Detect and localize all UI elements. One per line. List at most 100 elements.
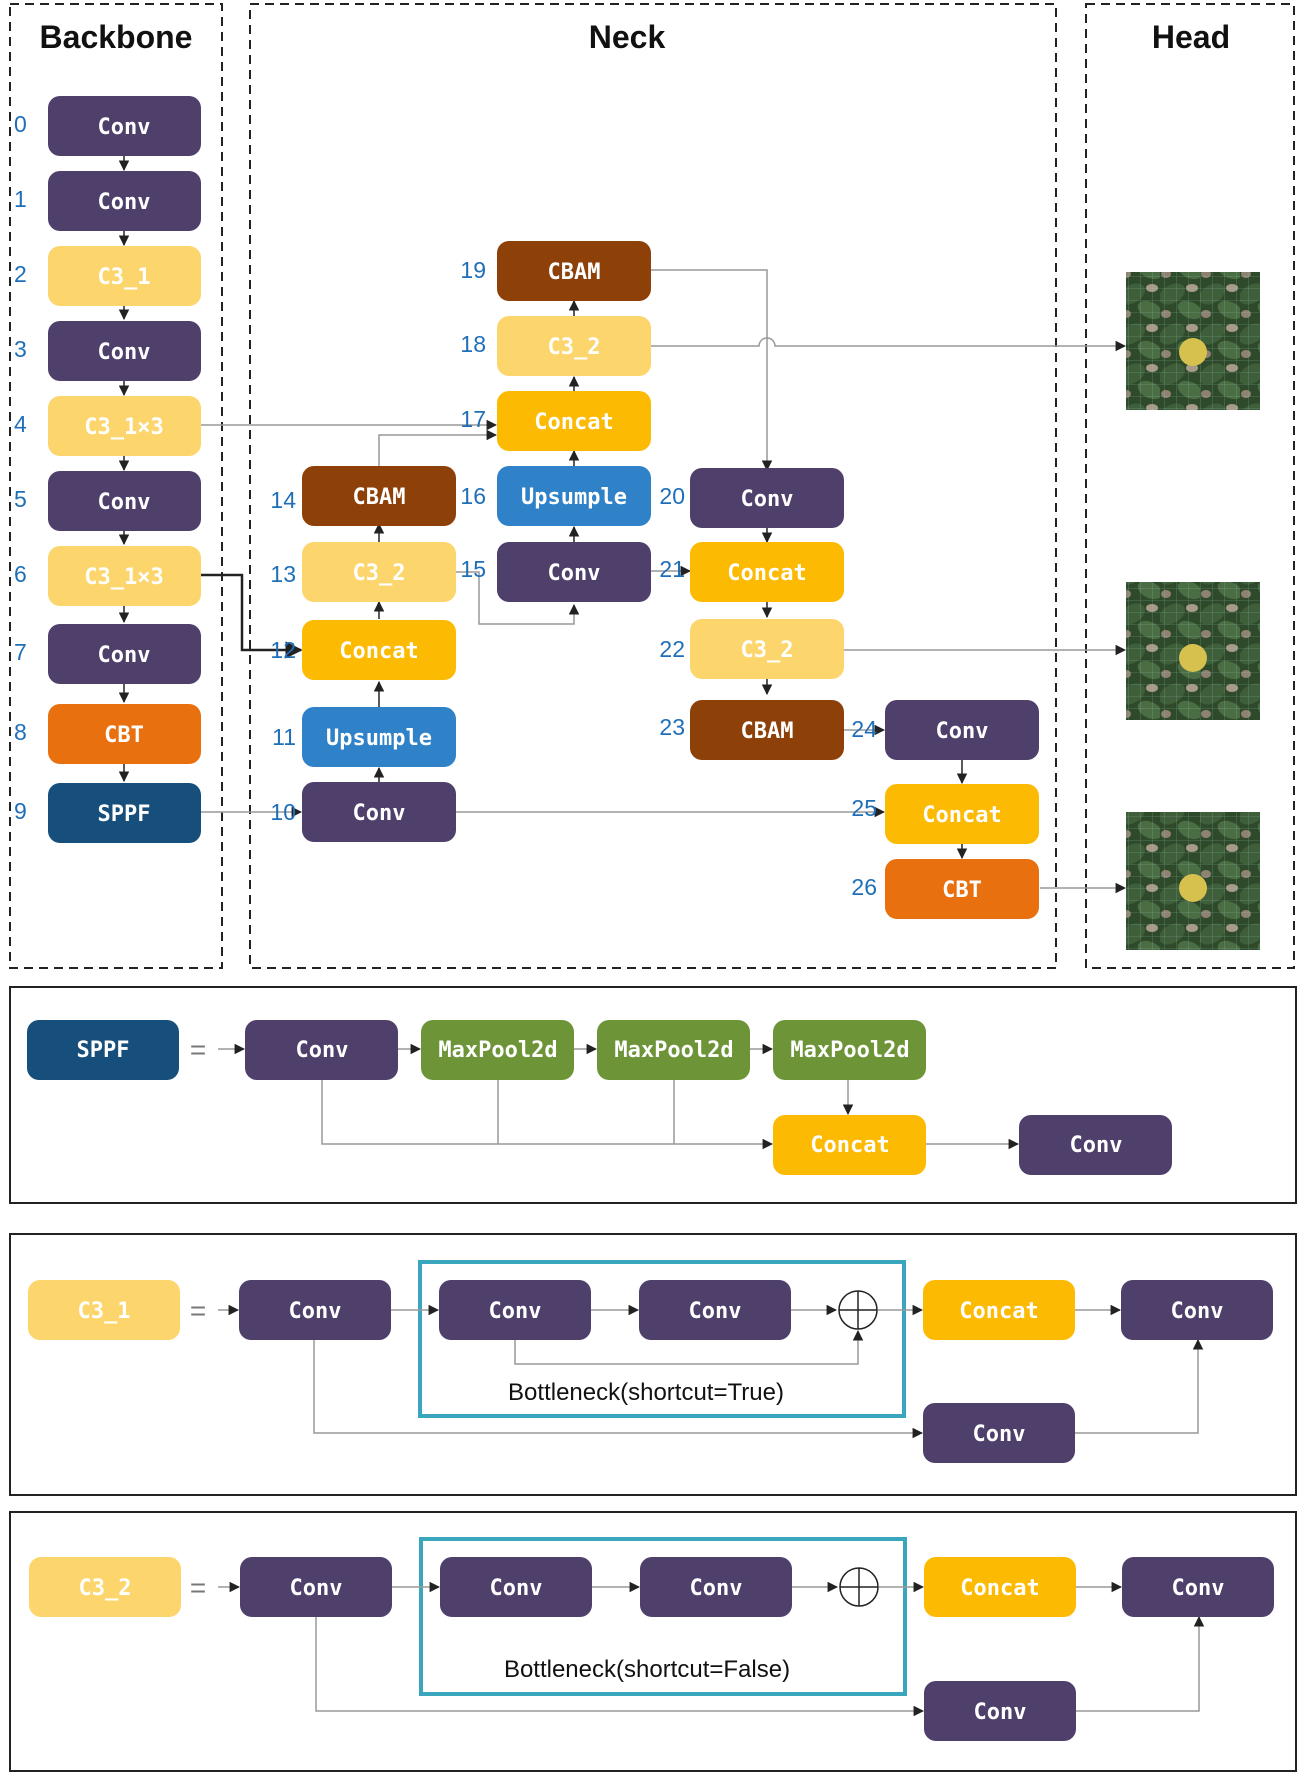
node-label: C3_2 [353, 561, 406, 586]
sppf-detail: SPPF = Conv MaxPool2d MaxPool2d MaxPool2… [27, 1020, 1172, 1175]
c3-1-conv-out [1121, 1280, 1273, 1340]
c3-2-concat-label: Concat [960, 1576, 1039, 1601]
sppf-conv-2-label: Conv [1070, 1133, 1123, 1158]
node-box [302, 542, 456, 602]
node-label: Upsumple [326, 726, 432, 751]
layer-number: 2 [14, 261, 27, 287]
head-frame [1085, 3, 1295, 969]
c3-1-conv-side [923, 1403, 1075, 1463]
c3-2-bottleneck-caption: Bottleneck(shortcut=False) [504, 1656, 790, 1683]
layer-number: 14 [270, 487, 296, 513]
layer-number: 0 [14, 111, 27, 137]
neck-title: Neck [589, 19, 666, 55]
neck-layer-13: C3_2 13 [270, 542, 456, 602]
sppf-maxpool-3 [773, 1020, 926, 1080]
c3-1-add-icon [838, 1290, 878, 1330]
backbone-layer-9: SPPF 9 [14, 783, 201, 843]
node-label: Conv [98, 190, 151, 215]
c3-2-bottleneck-conv-1-label: Conv [490, 1576, 543, 1601]
layer-number: 24 [851, 716, 877, 742]
node-label: CBT [104, 723, 144, 748]
c3-1-bottleneck-caption: Bottleneck(shortcut=True) [508, 1379, 784, 1406]
head-outputs [1126, 272, 1260, 950]
c3-2-equals: = [190, 1572, 206, 1603]
node-label: Concat [534, 410, 613, 435]
c3-1-bottleneck-conv-2-label: Conv [689, 1299, 742, 1324]
node-box [48, 396, 201, 456]
node-label: Conv [98, 643, 151, 668]
node-label: Conv [741, 487, 794, 512]
node-label: CBAM [353, 485, 406, 510]
layer-number: 21 [659, 556, 685, 582]
node-box [302, 782, 456, 842]
c3-2-conv-1 [240, 1557, 392, 1617]
node-box [497, 542, 651, 602]
backbone-title: Backbone [40, 19, 193, 55]
node-label: Conv [98, 490, 151, 515]
node-box [885, 784, 1039, 844]
node-label: C3_1×3 [84, 415, 163, 440]
node-label: CBAM [741, 719, 794, 744]
node-box [690, 619, 844, 679]
layer-number: 19 [460, 257, 486, 283]
sppf-detail-panel [9, 986, 1297, 1204]
sppf-equals: = [190, 1034, 206, 1065]
backbone-layer-5: Conv 5 [14, 471, 201, 531]
c3-1-detail-panel [9, 1233, 1297, 1496]
node-label: SPPF [98, 802, 151, 827]
neck-layer-20: Conv 20 [659, 468, 844, 528]
sppf-maxpool-2-label: MaxPool2d [614, 1038, 733, 1063]
neck-layers: Conv 10 Upsumple 11 Concat 12 C3_2 13 CB… [270, 241, 1039, 919]
sppf-name-box [27, 1020, 179, 1080]
node-box [497, 241, 651, 301]
backbone-layer-4: C3_1×3 4 [14, 396, 201, 456]
sppf-conv-2 [1019, 1115, 1172, 1175]
node-box [48, 246, 201, 306]
sppf-concat-label: Concat [810, 1133, 889, 1158]
c3-1-equals: = [190, 1295, 206, 1326]
node-label: Concat [339, 639, 418, 664]
backbone-layer-7: Conv 7 [14, 624, 201, 684]
node-box [690, 700, 844, 760]
c3-1-name: C3_1 [78, 1299, 131, 1324]
node-box [885, 859, 1039, 919]
c3-2-concat [924, 1557, 1076, 1617]
node-label: Conv [548, 561, 601, 586]
sppf-maxpool-1-label: MaxPool2d [438, 1038, 557, 1063]
neck-layer-14: CBAM 14 [270, 466, 456, 526]
c3-2-connections [218, 1581, 1205, 1717]
node-label: C3_1×3 [84, 565, 163, 590]
c3-1-detail: C3_1 = Conv Conv Conv Bottleneck(shortcu… [28, 1280, 1273, 1463]
node-box [48, 546, 201, 606]
head-output-image-3 [1126, 812, 1260, 950]
layer-number: 9 [14, 798, 27, 824]
layer-number: 26 [851, 874, 877, 900]
node-box [497, 391, 651, 451]
c3-2-bottleneck-conv-1 [440, 1557, 592, 1617]
backbone-layers: Conv 0 Conv 1 C3_1 2 Conv 3 C3_1×3 4 Con… [14, 96, 201, 843]
node-box [48, 624, 201, 684]
c3-2-name: C3_2 [79, 1576, 132, 1601]
sppf-concat [773, 1115, 926, 1175]
neck-layer-24: Conv 24 [851, 700, 1039, 760]
sppf-connections [218, 1043, 1020, 1150]
c3-2-conv-side [924, 1681, 1076, 1741]
node-box [885, 700, 1039, 760]
neck-layer-23: CBAM 23 [659, 700, 844, 760]
sppf-conv-1 [245, 1020, 398, 1080]
layer-number: 15 [460, 556, 486, 582]
node-label: Upsumple [521, 485, 627, 510]
node-label: Conv [353, 801, 406, 826]
c3-2-bottleneck-conv-2-label: Conv [690, 1576, 743, 1601]
c3-1-bottleneck-frame [418, 1260, 906, 1418]
node-box [48, 171, 201, 231]
layer-number: 4 [14, 411, 27, 437]
sppf-name: SPPF [77, 1038, 130, 1063]
backbone-layer-0: Conv 0 [14, 96, 201, 156]
neck-layer-21: Concat 21 [659, 542, 844, 602]
node-box [48, 471, 201, 531]
node-label: Concat [727, 561, 806, 586]
neck-layer-12: Concat 12 [270, 620, 456, 680]
node-box [497, 466, 651, 526]
c3-1-concat [923, 1280, 1075, 1340]
